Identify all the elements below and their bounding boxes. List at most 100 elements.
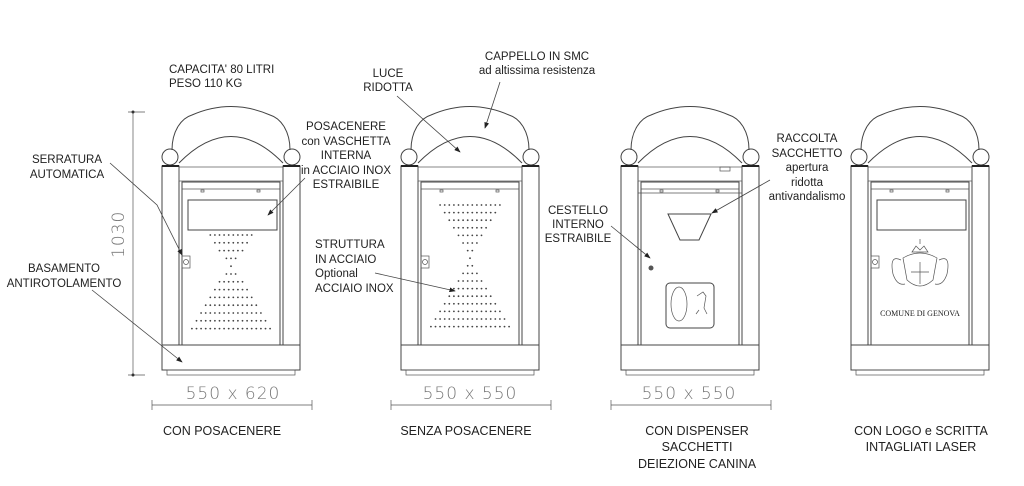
perforation-dot bbox=[489, 211, 492, 214]
perforation-dot bbox=[489, 295, 492, 298]
perforation-dot bbox=[462, 295, 464, 298]
perforation-dot bbox=[503, 318, 506, 320]
perforation-dot bbox=[462, 302, 464, 305]
perforation-dot bbox=[462, 287, 464, 290]
perforation-dot bbox=[439, 310, 441, 313]
perforation-dot bbox=[480, 295, 483, 298]
perforation-dot bbox=[466, 272, 469, 275]
perforation-dots bbox=[430, 204, 510, 328]
base bbox=[620, 344, 760, 371]
dimension-line bbox=[151, 400, 313, 410]
weight-note: PESO 110 KG bbox=[169, 78, 242, 90]
perforation-dot bbox=[476, 234, 478, 237]
label-text: POSACENERE bbox=[306, 121, 386, 133]
bin-2 bbox=[390, 106, 552, 410]
dimension-bin-3: 550 x 550 bbox=[642, 384, 736, 404]
perforation-dot bbox=[471, 280, 474, 282]
perforation-dot bbox=[469, 257, 471, 260]
perforation-dot bbox=[214, 288, 216, 291]
perforation-dot bbox=[232, 249, 235, 252]
perforation-dot bbox=[209, 304, 212, 307]
perforation-dot bbox=[485, 287, 487, 290]
perforation-dot bbox=[227, 312, 230, 314]
perforation-dot bbox=[466, 249, 469, 252]
pillar-right bbox=[971, 165, 990, 346]
perforation-dot bbox=[250, 319, 253, 322]
label-text: ESTRAIBILE bbox=[313, 179, 380, 191]
perforation-dot bbox=[214, 304, 216, 307]
label-text: AUTOMATICA bbox=[30, 169, 105, 181]
perforation-dot bbox=[214, 319, 216, 322]
perforation-dot bbox=[237, 288, 239, 291]
perforation-dot bbox=[462, 211, 464, 214]
perforation-dot bbox=[476, 272, 478, 275]
perforation-dot bbox=[489, 204, 492, 206]
ashtray-window bbox=[876, 199, 967, 231]
label-text: ad altissima resistenza bbox=[479, 65, 596, 77]
perforation-dot bbox=[499, 318, 501, 320]
perforation-dot bbox=[195, 327, 198, 330]
capacity-note: CAPACITA' 80 LITRI bbox=[169, 64, 274, 76]
perforation-dot bbox=[223, 288, 225, 291]
perforation-dot bbox=[494, 310, 497, 313]
perforation-dot bbox=[466, 287, 469, 290]
captions: CON POSACENERE SENZA POSACENERE CON DISP… bbox=[163, 424, 989, 471]
perforation-dot bbox=[471, 264, 474, 267]
perforation-dot bbox=[230, 273, 232, 275]
perforation-dot bbox=[457, 302, 460, 305]
perforation-dot bbox=[457, 219, 460, 222]
cap-arch-outer bbox=[171, 106, 291, 151]
perforation-dot bbox=[480, 318, 483, 320]
perforation-dot bbox=[227, 304, 230, 307]
perforation-dot bbox=[499, 310, 501, 313]
perforation-dot bbox=[453, 219, 455, 222]
perforation-dot bbox=[485, 204, 487, 206]
perforation-dot bbox=[476, 325, 478, 328]
ashtray-window bbox=[187, 199, 278, 231]
perforation-dot bbox=[494, 325, 497, 328]
label-text: STRUTTURA bbox=[315, 239, 385, 251]
perforation-dot bbox=[480, 204, 483, 206]
perforation-dot bbox=[476, 302, 478, 305]
ball-right bbox=[972, 148, 990, 166]
perforation-dot bbox=[246, 234, 248, 236]
perforation-dot bbox=[462, 280, 464, 282]
genova-coat-of-arms-icon bbox=[891, 239, 949, 287]
perforation-dot bbox=[508, 325, 510, 328]
perforation-dot bbox=[214, 327, 216, 330]
perforation-dots bbox=[191, 234, 271, 330]
perforation-dot bbox=[462, 204, 464, 206]
perforation-dot bbox=[241, 280, 244, 283]
perforation-dot bbox=[241, 319, 244, 322]
perforation-dot bbox=[227, 288, 230, 291]
perforation-dot bbox=[227, 241, 230, 244]
perforation-dot bbox=[439, 318, 441, 320]
perforation-dot bbox=[457, 204, 460, 206]
indicator-light bbox=[719, 166, 731, 172]
perforation-dot bbox=[250, 304, 253, 307]
height-dimension: 1030 bbox=[109, 110, 145, 377]
ball-right bbox=[522, 148, 540, 166]
label-text: ridotta bbox=[791, 177, 824, 189]
lock bbox=[181, 255, 191, 269]
perforation-dot bbox=[489, 302, 492, 305]
label-text: ESTRAIBILE bbox=[545, 233, 612, 245]
perforation-dot bbox=[255, 319, 258, 322]
perforation-dot bbox=[218, 312, 221, 314]
perforation-dot bbox=[246, 327, 248, 330]
label-text: CON POSACENERE bbox=[163, 424, 281, 438]
cap-arch-outer bbox=[860, 106, 980, 151]
perforation-dot bbox=[466, 295, 469, 298]
label-text: SENZA POSACENERE bbox=[400, 424, 531, 438]
perforation-dot bbox=[476, 211, 478, 214]
perforation-dot bbox=[494, 302, 497, 305]
perforation-dot bbox=[264, 319, 267, 322]
perforation-dot bbox=[232, 319, 235, 322]
perforation-dot bbox=[457, 318, 460, 320]
label-text: SACCHETTO bbox=[772, 148, 843, 160]
label-text: con VASCHETTA bbox=[301, 136, 390, 148]
